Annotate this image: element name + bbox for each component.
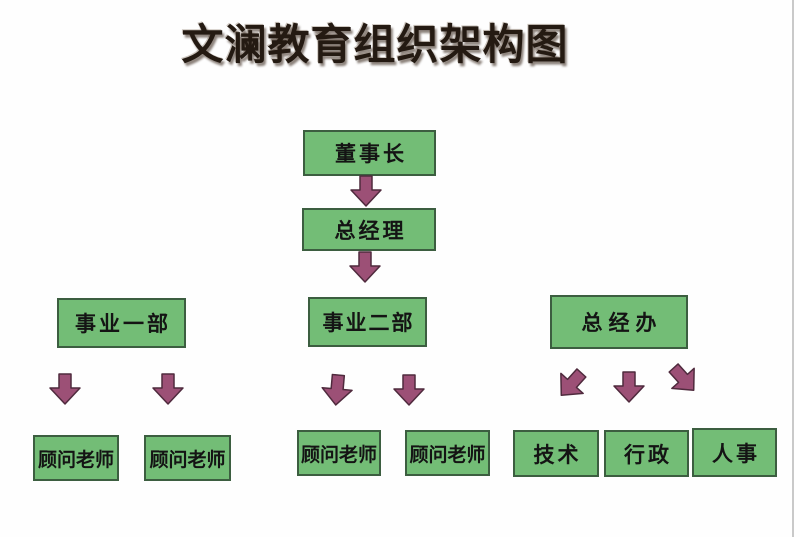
org-node-general-manager: 总经理 <box>302 208 436 251</box>
page-title: 文澜教育组织架构图 <box>181 20 569 69</box>
org-node-admin: 行政 <box>604 430 689 477</box>
down-arrow-icon <box>348 251 382 284</box>
org-node-consultant-1: 顾问老师 <box>33 435 119 481</box>
down-arrow-icon <box>48 373 82 406</box>
org-node-consultant-4: 顾问老师 <box>405 430 490 476</box>
down-right-arrow-icon <box>660 356 707 403</box>
org-node-gm-office: 总经办 <box>550 295 688 349</box>
org-node-consultant-2: 顾问老师 <box>144 435 231 481</box>
down-arrow-icon <box>151 373 185 406</box>
down-left-arrow-icon <box>547 361 594 408</box>
org-node-consultant-3: 顾问老师 <box>297 430 381 476</box>
org-node-hr: 人事 <box>692 428 777 477</box>
down-arrow-icon <box>612 371 646 404</box>
org-node-division-1: 事业一部 <box>57 298 186 348</box>
page-edge-line <box>792 0 794 537</box>
org-node-tech: 技术 <box>513 430 599 477</box>
org-node-division-2: 事业二部 <box>308 297 427 347</box>
down-arrow-icon <box>392 374 426 407</box>
org-node-chairman: 董事长 <box>303 130 436 176</box>
down-arrow-icon <box>319 373 356 409</box>
down-arrow-icon <box>349 175 383 208</box>
